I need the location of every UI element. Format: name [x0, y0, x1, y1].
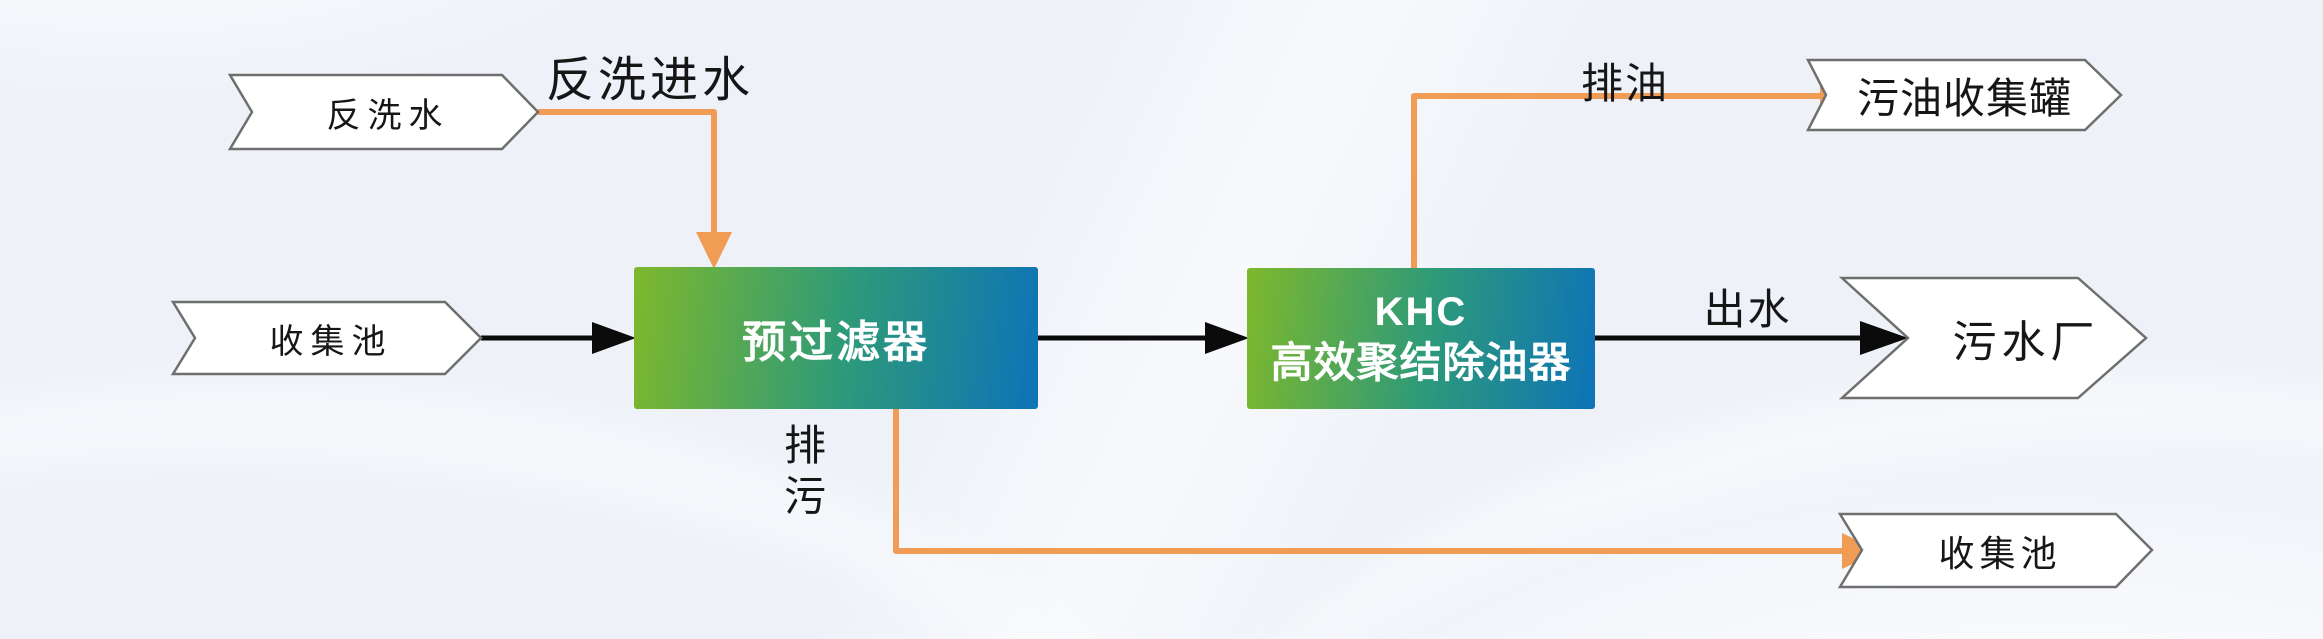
flow-label-backwash-in: 反洗进水: [545, 54, 754, 107]
backwash-source-shape: [227, 73, 540, 151]
oil-tank-label: 污油收集罐: [1856, 76, 2072, 123]
collect-source-shape: [170, 300, 483, 376]
arrowhead-right-icon: [1860, 321, 1908, 355]
collect-source-label: 收集池: [269, 323, 393, 361]
backwash-source-label: 反洗水: [326, 97, 450, 135]
sewage-plant-shape: [1838, 276, 2148, 400]
collect-sink-label: 收集池: [1938, 533, 2062, 574]
oil-tank-shape: [1805, 58, 2123, 132]
arrowhead-down-icon: [696, 232, 732, 269]
khc-oil-remover-node: KHC 高效聚结除油器: [1247, 268, 1595, 409]
flow-label-blowdown: 排污: [783, 424, 826, 522]
edge-oil-out: [1411, 93, 1822, 268]
collect-sink-shape: [1837, 512, 2154, 589]
arrowhead-right-icon: [1205, 322, 1249, 354]
edge-backwash-in: [538, 109, 717, 234]
prefilter-label: 预过滤器: [742, 318, 930, 367]
flow-label-oil-out: 排油: [1580, 62, 1669, 108]
khc-label-line1: KHC: [1374, 290, 1468, 335]
edge-blowdown: [893, 409, 1844, 554]
prefilter-node: 预过滤器: [634, 267, 1038, 409]
khc-label-line2: 高效聚结除油器: [1270, 339, 1572, 387]
flow-label-water-out: 出水: [1703, 288, 1792, 334]
arrowhead-right-icon: [592, 322, 636, 354]
sewage-plant-label: 污水厂: [1952, 318, 2100, 367]
